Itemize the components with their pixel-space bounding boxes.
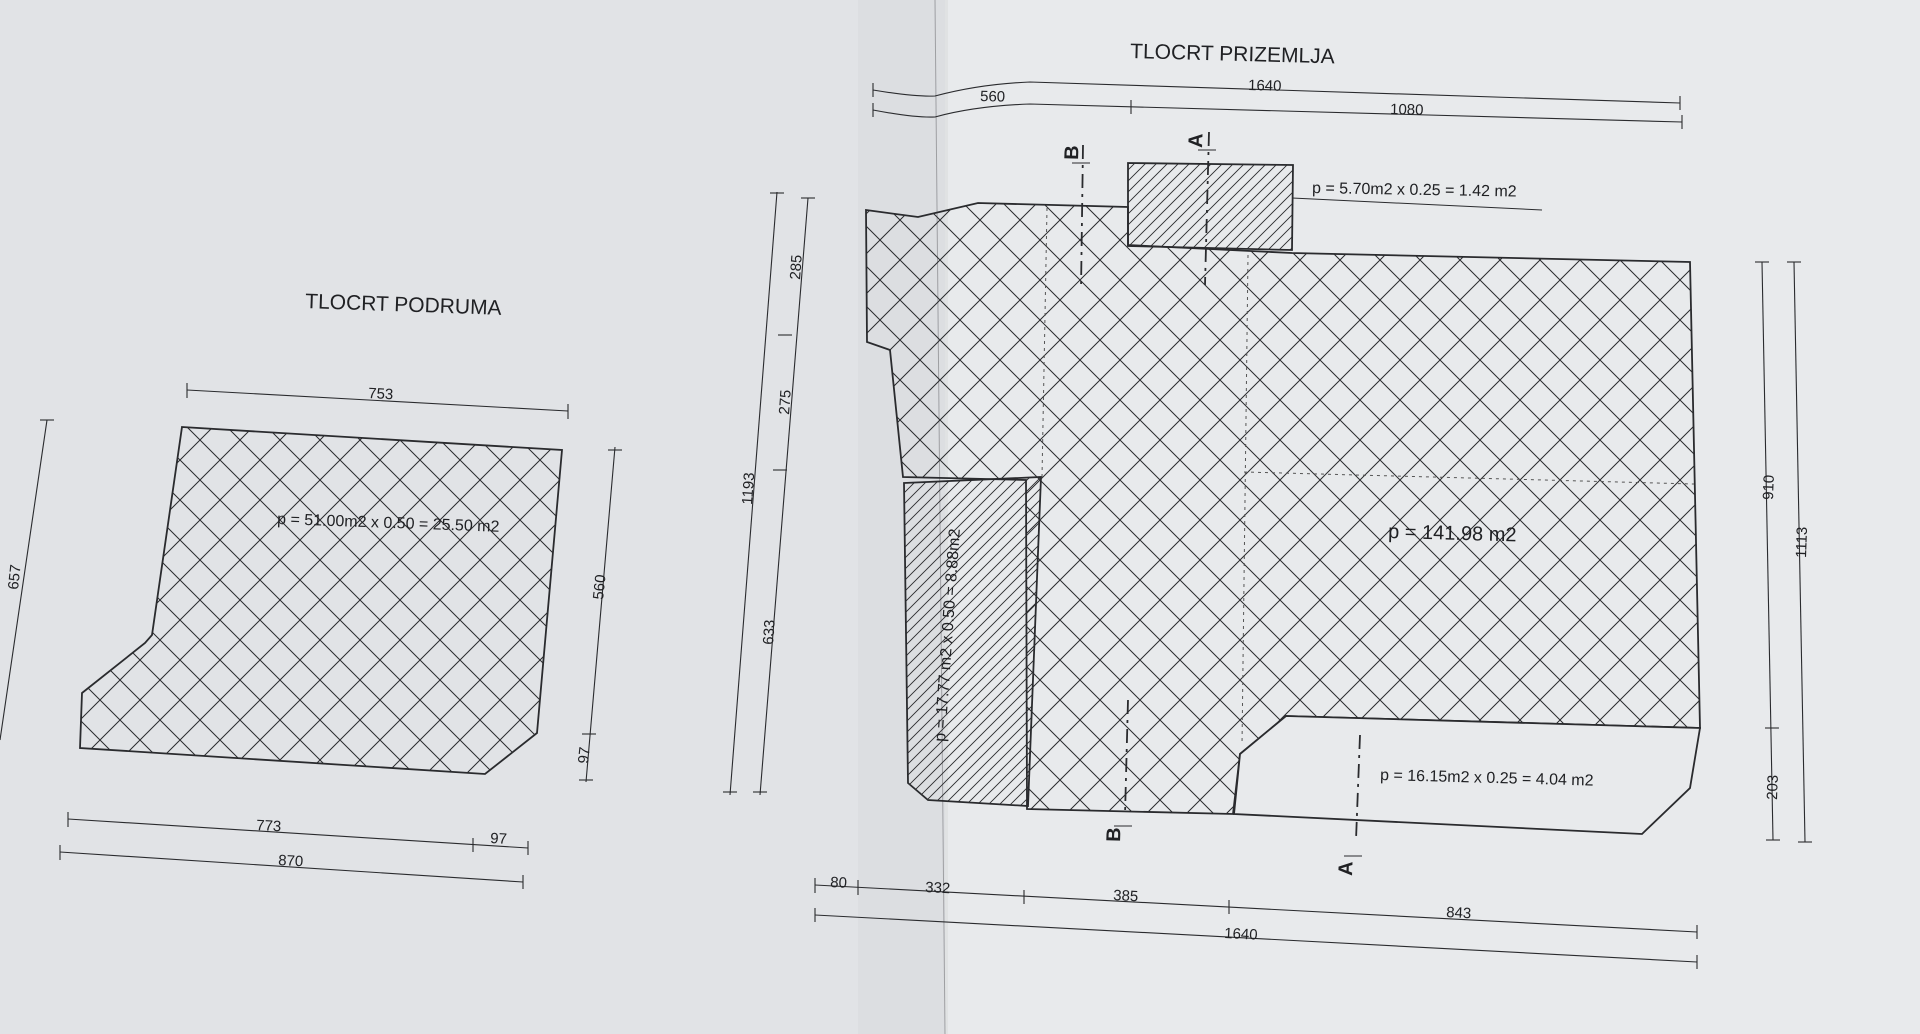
svg-text:97: 97 xyxy=(490,830,508,848)
ground-area-bottom-right: p = 16.15m2 x 0.25 = 4.04 m2 xyxy=(1380,767,1594,790)
svg-text:B: B xyxy=(1103,827,1125,842)
internal-dotted-line xyxy=(1241,254,1249,746)
ground-dim-left: 1193 285 275 633 xyxy=(723,191,815,796)
basement-dim-left: 657 xyxy=(0,419,54,741)
svg-text:633: 633 xyxy=(760,619,779,645)
svg-text:843: 843 xyxy=(1446,904,1472,922)
svg-text:B: B xyxy=(1061,145,1083,160)
svg-text:1193: 1193 xyxy=(739,472,758,505)
svg-text:285: 285 xyxy=(787,254,806,280)
svg-text:753: 753 xyxy=(368,385,394,403)
svg-text:1640: 1640 xyxy=(1224,925,1258,944)
ground-area-main: p = 141.98 m2 xyxy=(1388,521,1517,546)
svg-text:560: 560 xyxy=(590,574,610,601)
svg-text:1113: 1113 xyxy=(1793,526,1811,558)
svg-text:1080: 1080 xyxy=(1390,101,1424,119)
svg-text:657: 657 xyxy=(5,564,25,591)
ground-bottom-right-area xyxy=(1233,715,1702,835)
leader-line xyxy=(1291,197,1543,211)
svg-text:910: 910 xyxy=(1760,475,1778,501)
section-line-b: B B xyxy=(1061,145,1132,842)
ground-left-strip xyxy=(903,476,1042,807)
basement-dim-right: 560 97 xyxy=(575,446,622,783)
svg-text:203: 203 xyxy=(1764,775,1782,801)
svg-text:560: 560 xyxy=(980,88,1005,106)
svg-text:332: 332 xyxy=(925,879,951,897)
svg-text:870: 870 xyxy=(278,852,304,870)
svg-text:275: 275 xyxy=(776,389,795,415)
svg-text:A: A xyxy=(1335,861,1357,876)
ground-top-rect xyxy=(1127,162,1294,251)
ground-dim-right: 910 203 1113 xyxy=(1755,261,1812,843)
svg-text:80: 80 xyxy=(830,874,848,892)
svg-text:A: A xyxy=(1185,133,1207,148)
basement-dim-top: 753 xyxy=(186,383,569,419)
svg-text:97: 97 xyxy=(575,746,594,764)
internal-dotted-line xyxy=(1041,207,1048,478)
ground-dim-bottom: 80 332 385 843 1640 xyxy=(814,874,1698,969)
ground-dim-top: 1640 560 1080 xyxy=(872,77,1683,129)
internal-dotted-line xyxy=(1243,471,1695,485)
ground-area-top-rect: p = 5.70m2 x 0.25 = 1.42 m2 xyxy=(1312,180,1517,201)
svg-text:1640: 1640 xyxy=(1248,77,1282,95)
section-line-a: A A xyxy=(1185,131,1362,876)
svg-text:385: 385 xyxy=(1113,887,1139,905)
basement-dim-bottom: 773 97 870 xyxy=(59,812,529,889)
basement-floor-outline xyxy=(79,426,563,775)
ground-title: TLOCRT PRIZEMLJA xyxy=(1130,40,1335,68)
svg-text:773: 773 xyxy=(256,817,282,835)
